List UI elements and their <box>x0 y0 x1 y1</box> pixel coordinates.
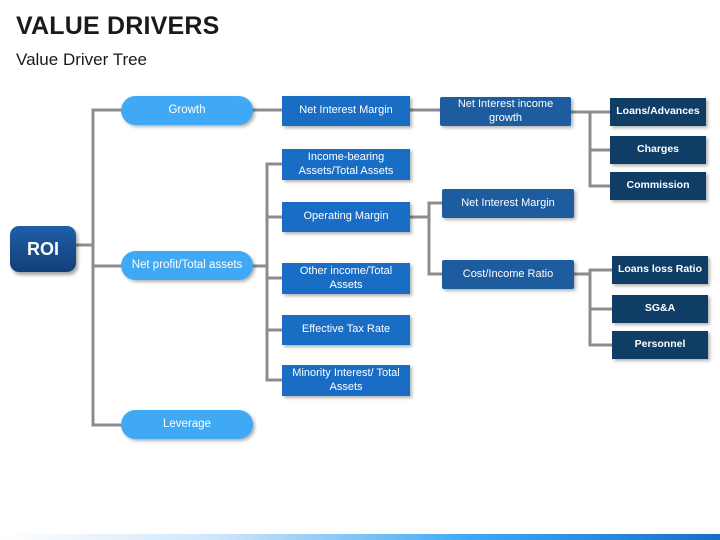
node-charges: Charges <box>610 136 706 164</box>
page-title: VALUE DRIVERS <box>16 12 220 40</box>
node-income-bearing-assets: Income-bearing Assets/Total Assets <box>282 149 410 180</box>
node-cost-income-ratio: Cost/Income Ratio <box>442 260 574 289</box>
node-sga: SG&A <box>612 295 708 323</box>
node-net-interest-margin-operating: Net Interest Margin <box>442 189 574 218</box>
footer-bar <box>0 534 720 540</box>
node-loans-loss-ratio: Loans loss Ratio <box>612 256 708 284</box>
node-loans-advances: Loans/Advances <box>610 98 706 126</box>
node-operating-margin: Operating Margin <box>282 202 410 232</box>
node-effective-tax-rate: Effective Tax Rate <box>282 315 410 345</box>
node-personnel: Personnel <box>612 331 708 359</box>
page-subtitle: Value Driver Tree <box>16 50 148 69</box>
node-minority-interest: Minority Interest/ Total Assets <box>282 365 410 396</box>
node-net-interest-margin-growth: Net Interest Margin <box>282 96 410 126</box>
node-roi: ROI <box>10 226 76 272</box>
node-net-interest-income-growth: Net Interest income growth <box>440 97 571 126</box>
node-other-income: Other income/Total Assets <box>282 263 410 294</box>
node-leverage: Leverage <box>121 410 253 439</box>
node-growth: Growth <box>121 96 253 125</box>
node-net-profit-total-assets: Net profit/Total assets <box>121 251 253 280</box>
node-commission: Commission <box>610 172 706 200</box>
